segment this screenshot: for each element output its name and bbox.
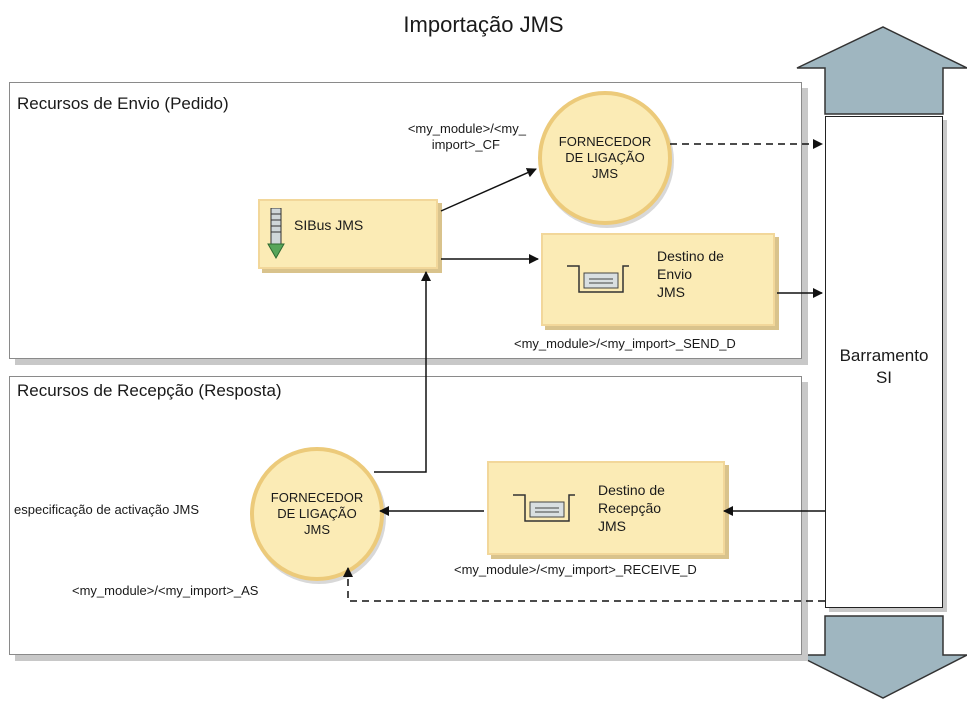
receive-destination-component — [487, 461, 725, 555]
receive-connection-provider: FORNECEDOR DE LIGAÇÃO JMS — [250, 447, 384, 581]
send-destination-label: Destino de Envio JMS — [657, 248, 724, 300]
send-connection-provider: FORNECEDOR DE LIGAÇÃO JMS — [538, 91, 672, 225]
receive-section-label: Recursos de Recepção (Resposta) — [17, 381, 282, 400]
bus-arrow-top — [796, 26, 967, 115]
send-destination-name: <my_module>/<my_import>_SEND_D — [514, 336, 736, 351]
sibus-label: SIBus JMS — [294, 217, 364, 233]
arrow-provider-to-sibus — [374, 271, 431, 473]
send-cf-name: <my_module>/<my_ import>_CF — [407, 121, 526, 152]
send-section-label: Recursos de Envio (Pedido) — [17, 94, 229, 113]
bus-body — [825, 116, 943, 608]
activation-spec-name: <my_module>/<my_import>_AS — [72, 583, 259, 598]
activation-spec-label: especificação de activação JMS — [14, 502, 199, 517]
bus-arrow-bottom — [796, 615, 967, 699]
arrow-bus-to-recv-provider — [343, 567, 825, 602]
bus-label: Barramento SI — [839, 346, 929, 387]
queue-icon — [513, 494, 575, 522]
receive-destination-label: Destino de Recepção JMS — [598, 482, 665, 534]
sibus-jms-component — [258, 199, 438, 269]
send-destination-component — [541, 233, 775, 326]
queue-icon — [567, 265, 629, 293]
diagram-title: Importação JMS — [403, 12, 564, 37]
receive-destination-name: <my_module>/<my_import>_RECEIVE_D — [454, 562, 697, 577]
arrow-sibus-to-provider — [440, 168, 537, 212]
sibus-icon — [267, 208, 285, 260]
